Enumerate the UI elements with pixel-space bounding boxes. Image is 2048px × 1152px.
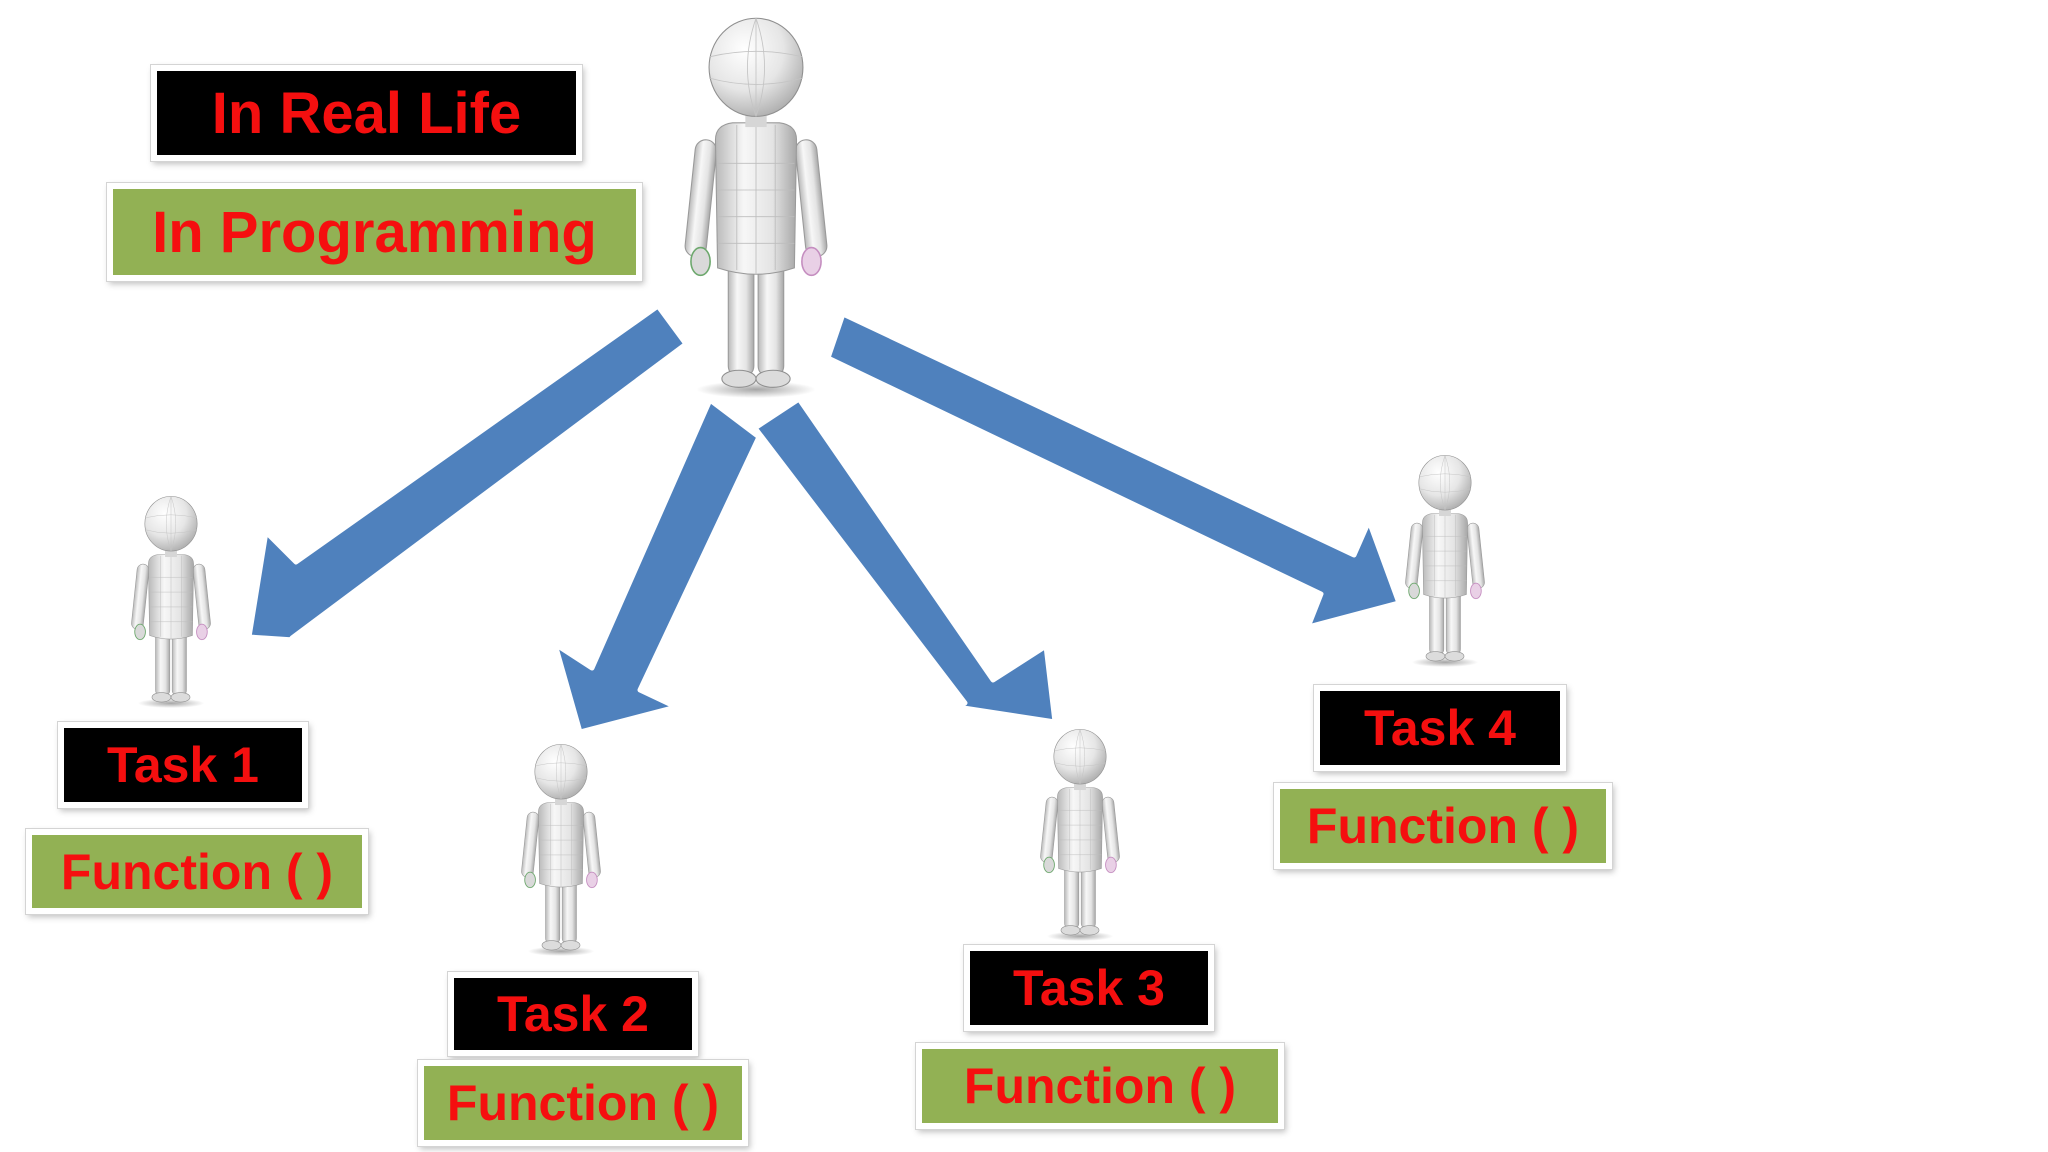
arrow-to-task-3: [752, 396, 1058, 725]
legend-real-life-text: In Real Life: [211, 80, 522, 146]
legend-programming-label: In Programming: [107, 183, 642, 281]
legend-programming-text: In Programming: [152, 199, 597, 265]
task-3-label: Task 3: [964, 945, 1214, 1031]
task-2-function-text: Function ( ): [446, 1075, 720, 1131]
task-4-label: Task 4: [1314, 685, 1566, 771]
task-1-function-text: Function ( ): [60, 843, 334, 900]
arrow-to-task-1: [246, 303, 689, 646]
legend-real-life-label: In Real Life: [151, 65, 582, 161]
task-2-label: Task 2: [448, 972, 698, 1056]
task-1-text: Task 1: [107, 737, 259, 793]
arrow-to-task-4: [825, 311, 1402, 630]
arrow-to-task-2: [552, 397, 762, 735]
task-3-function-label: Function ( ): [916, 1043, 1284, 1129]
task-2-function-label: Function ( ): [418, 1060, 748, 1146]
person-figure-task-1: [130, 495, 212, 708]
arrows-group: [246, 303, 1402, 735]
task-2-text: Task 2: [497, 986, 649, 1042]
task-1-function-label: Function ( ): [26, 829, 368, 914]
person-figure-main: [683, 17, 829, 398]
person-figure-task-4: [1404, 454, 1486, 667]
person-figure-task-2: [520, 743, 602, 956]
task-3-function-text: Function ( ): [963, 1058, 1237, 1114]
task-3-text: Task 3: [1013, 960, 1165, 1016]
task-1-label: Task 1: [58, 722, 308, 808]
task-4-function-label: Function ( ): [1274, 783, 1612, 869]
task-4-function-text: Function ( ): [1306, 798, 1580, 854]
task-4-text: Task 4: [1364, 700, 1516, 756]
person-figure-task-3: [1039, 728, 1121, 941]
